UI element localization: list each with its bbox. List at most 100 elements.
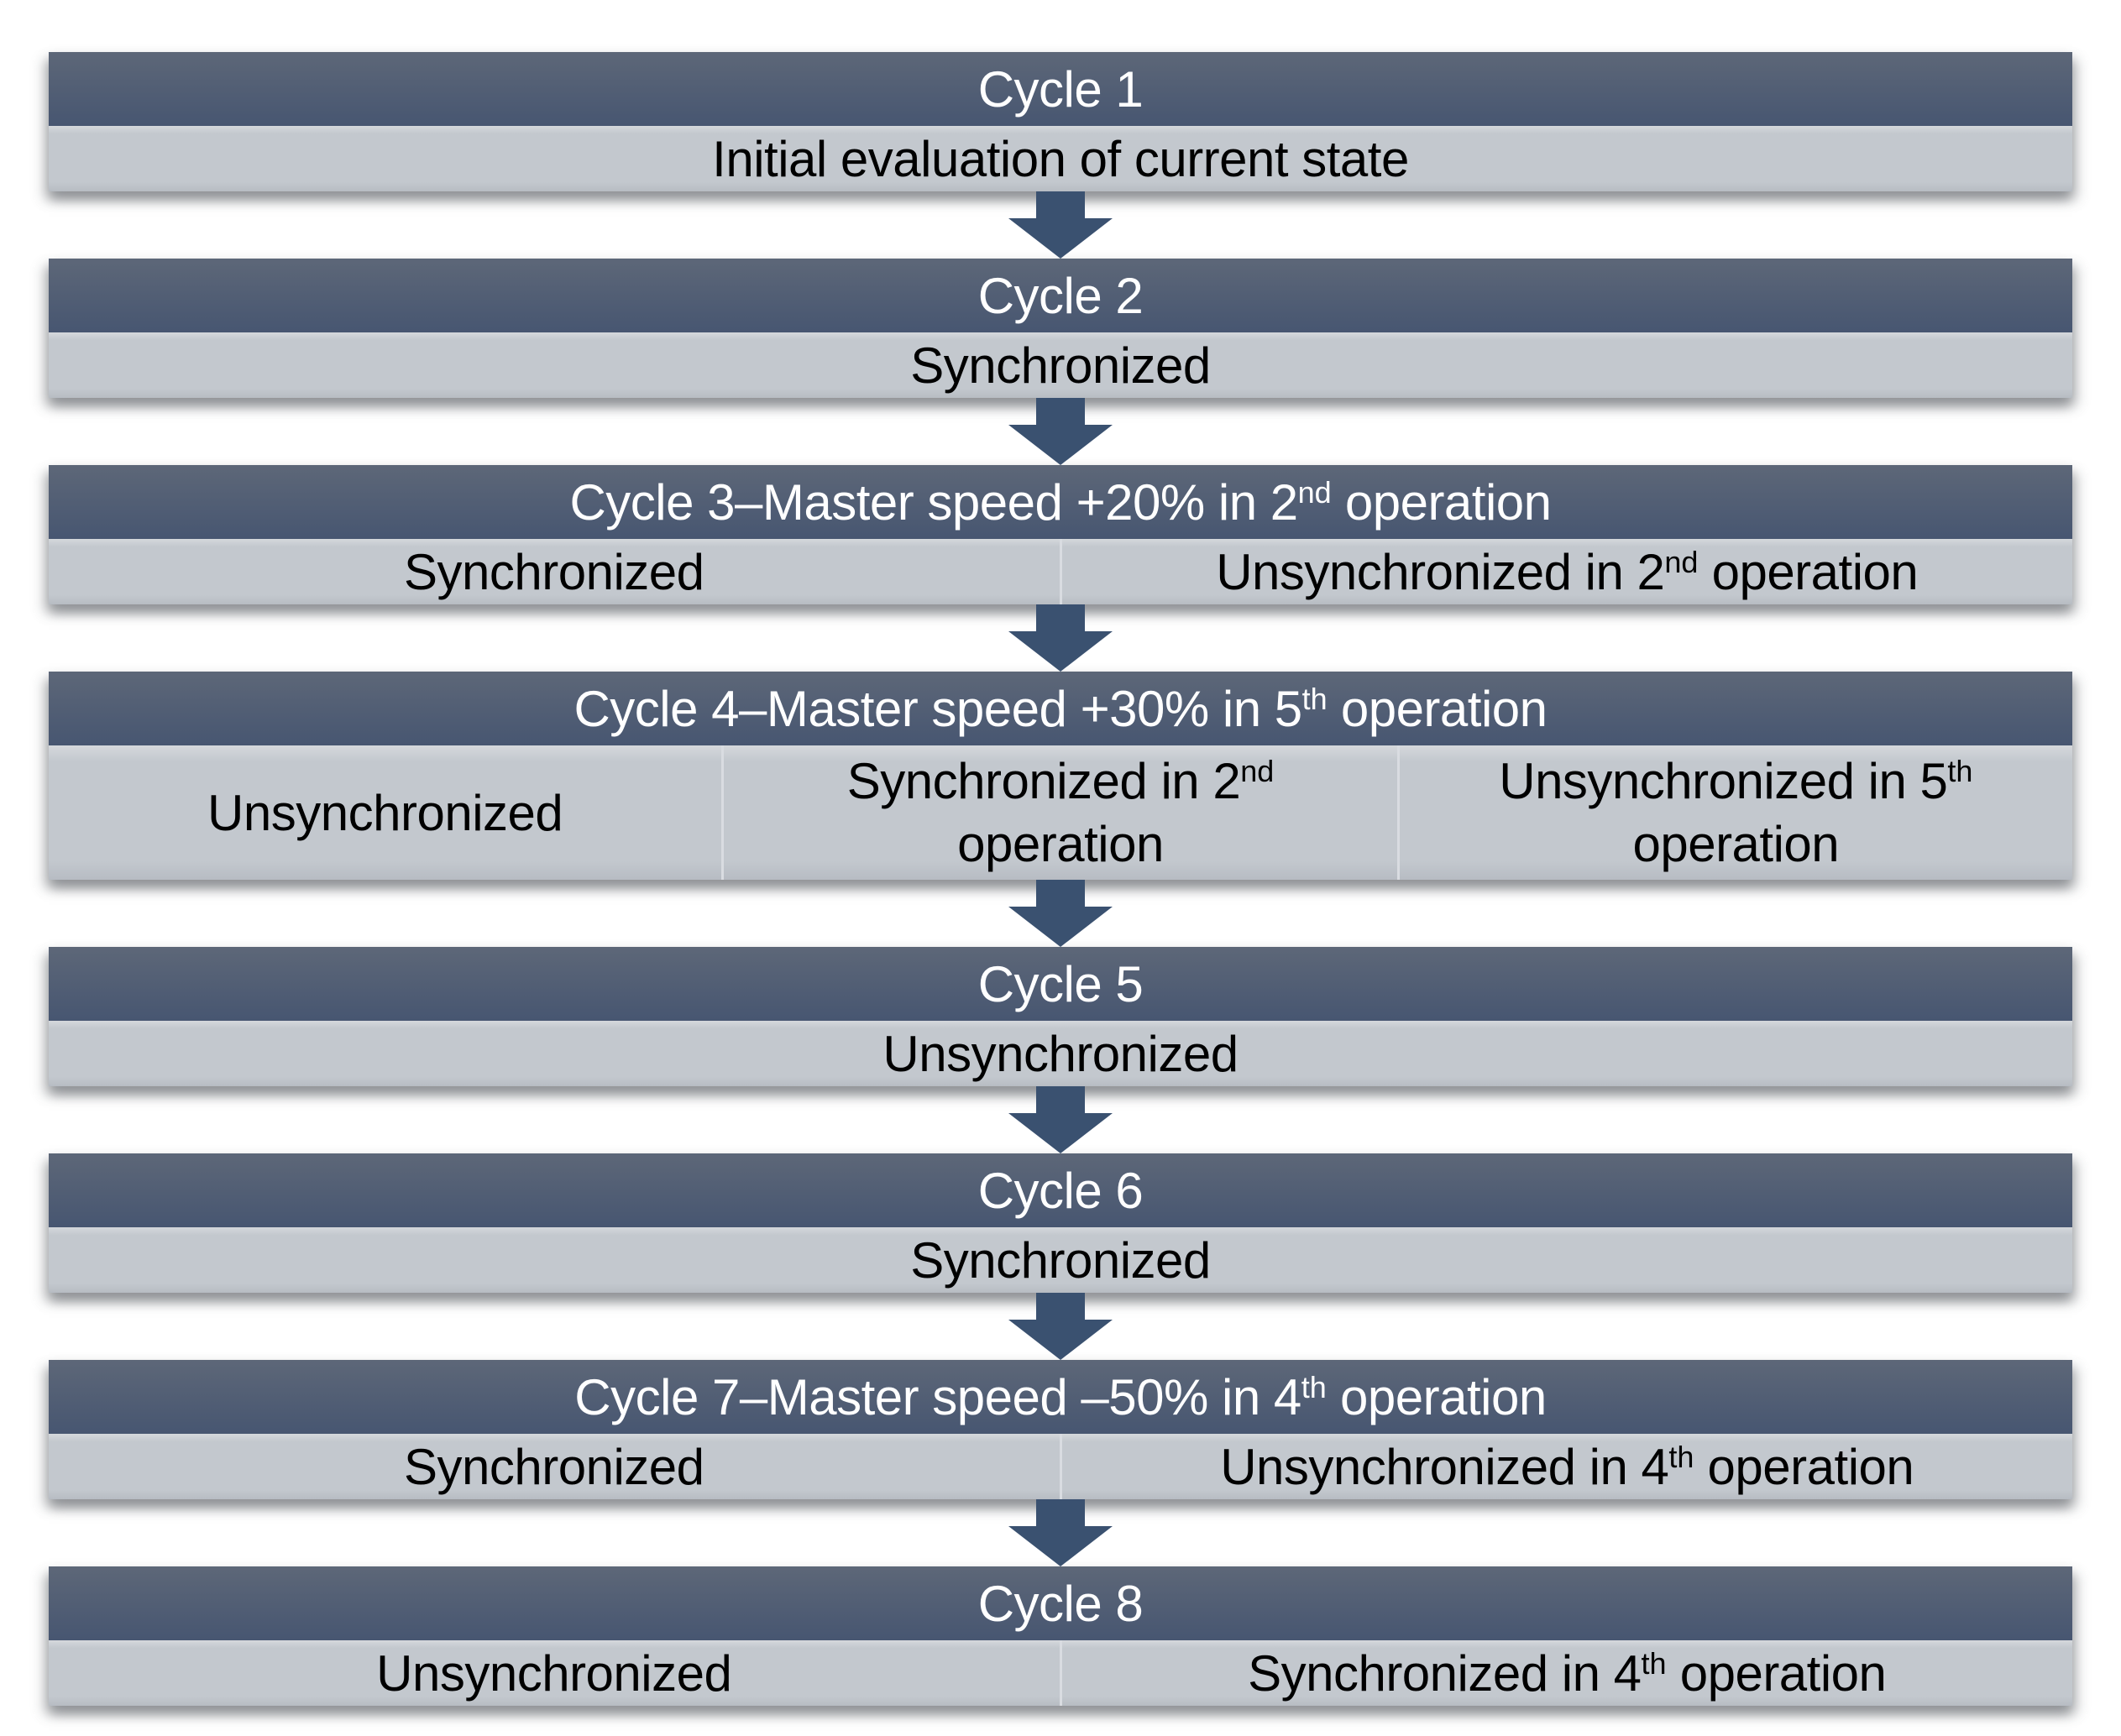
cycle-2-title: Cycle 2 xyxy=(978,267,1144,325)
cycle-7-body: Synchronized Unsynchronized in 4th operat… xyxy=(49,1434,2072,1499)
cycle-5-title: Cycle 5 xyxy=(978,955,1144,1013)
text-run: Cycle 6 xyxy=(977,1162,1144,1219)
cycle-8-box: Cycle 8 Unsynchronized Synchronized in 4th… xyxy=(49,1566,2072,1706)
arrow-head xyxy=(1008,1113,1113,1153)
arrow-stem xyxy=(1036,1086,1085,1113)
text-run: Unsynchronized in 2 xyxy=(1216,543,1665,600)
text-run: operation xyxy=(1327,680,1548,737)
arrow-head xyxy=(1008,631,1113,672)
arrow-stem xyxy=(1036,604,1085,631)
cycle-7-cell-2: Unsynchronized in 4th operation xyxy=(1059,1434,2073,1499)
cycle-5-cell-1: Unsynchronized xyxy=(49,1021,2072,1086)
cycle-7-cell-1-label: Synchronized xyxy=(404,1435,704,1498)
arrow-stem xyxy=(1036,880,1085,907)
ordinal-suffix: nd xyxy=(1240,754,1275,789)
ordinal-suffix: th xyxy=(1668,1439,1694,1474)
cycle-1-cell-1-label: Initial evaluation of current state xyxy=(712,128,1409,191)
ordinal-suffix: th xyxy=(1641,1645,1667,1681)
cycle-6-body: Synchronized xyxy=(49,1227,2072,1293)
text-run: Unsynchronized xyxy=(882,1025,1239,1082)
cycle-7-cell-1: Synchronized xyxy=(49,1434,1060,1499)
cycle-4-title: Cycle 4–Master speed +30% in 5th operati… xyxy=(573,680,1548,738)
arrow-head xyxy=(1008,907,1113,947)
cycle-3-title: Cycle 3–Master speed +20% in 2nd operati… xyxy=(569,473,1552,531)
cycle-8-cell-1: Unsynchronized xyxy=(49,1640,1060,1706)
ordinal-suffix: nd xyxy=(1664,544,1699,579)
cycle-6-box: Cycle 6 Synchronized xyxy=(49,1153,2072,1293)
down-arrow-icon xyxy=(49,1293,2072,1360)
text-run: Synchronized xyxy=(403,1438,704,1495)
cycle-3-cell-1-label: Synchronized xyxy=(404,541,704,604)
cycle-3-cell-2-label: Unsynchronized in 2nd operation xyxy=(1216,541,1919,604)
cycle-8-title: Cycle 8 xyxy=(978,1575,1144,1633)
cycle-3-body: Synchronized Unsynchronized in 2nd operat… xyxy=(49,539,2072,604)
cycle-4-cell-1-label: Unsynchronized xyxy=(207,782,563,844)
cycle-4-cell-2-label: Synchronized in 2nd operation xyxy=(847,750,1275,876)
cycle-3-header: Cycle 3–Master speed +20% in 2nd operati… xyxy=(49,465,2072,539)
cycle-4-body: Unsynchronized Synchronized in 2nd operati… xyxy=(49,745,2072,880)
cycle-4-cell-3: Unsynchronized in 5th operation xyxy=(1396,745,2072,880)
cycle-1-box: Cycle 1 Initial evaluation of current sta… xyxy=(49,52,2072,191)
arrow-head xyxy=(1008,425,1113,465)
cycle-2-cell-1-label: Synchronized xyxy=(910,334,1211,397)
text-run: operation xyxy=(957,816,1164,872)
ordinal-suffix: nd xyxy=(1297,474,1332,510)
cycle-4-cell-2: Synchronized in 2nd operation xyxy=(721,745,1396,880)
arrow-stem xyxy=(1036,1293,1085,1320)
text-run: Cycle 7–Master speed –50% in 4 xyxy=(574,1368,1301,1425)
down-arrow-icon xyxy=(49,880,2072,947)
text-run: operation xyxy=(1331,473,1552,531)
cycle-4-header: Cycle 4–Master speed +30% in 5th operati… xyxy=(49,672,2072,745)
arrow-stem xyxy=(1036,1499,1085,1526)
text-run: Synchronized xyxy=(403,543,704,600)
arrow-stem xyxy=(1036,398,1085,425)
arrow-head xyxy=(1008,1526,1113,1566)
down-arrow-icon xyxy=(49,191,2072,259)
text-run: Unsynchronized xyxy=(207,784,563,841)
cycle-1-cell-1: Initial evaluation of current state xyxy=(49,126,2072,191)
cycle-4-box: Cycle 4–Master speed +30% in 5th operati… xyxy=(49,672,2072,880)
cycle-3-cell-2: Unsynchronized in 2nd operation xyxy=(1059,539,2073,604)
arrow-stem xyxy=(1036,191,1085,218)
cycle-1-header: Cycle 1 xyxy=(49,52,2072,126)
text-run: Cycle 4–Master speed +30% in 5 xyxy=(573,680,1302,737)
down-arrow-icon xyxy=(49,1086,2072,1153)
text-run: Synchronized xyxy=(910,1231,1211,1289)
cycle-3-cell-1: Synchronized xyxy=(49,539,1060,604)
text-run: Unsynchronized in 5 xyxy=(1499,753,1948,809)
cycle-8-header: Cycle 8 xyxy=(49,1566,2072,1640)
cycle-3-box: Cycle 3–Master speed +20% in 2nd operati… xyxy=(49,465,2072,604)
cycle-4-cell-1: Unsynchronized xyxy=(49,745,721,880)
arrow-head xyxy=(1008,1320,1113,1360)
arrow-head xyxy=(1008,218,1113,259)
cycle-8-cell-1-label: Unsynchronized xyxy=(376,1642,732,1705)
cycle-6-title: Cycle 6 xyxy=(978,1162,1144,1220)
cycle-1-title: Cycle 1 xyxy=(978,60,1144,118)
cycle-5-header: Cycle 5 xyxy=(49,947,2072,1021)
text-run: Synchronized in 2 xyxy=(846,753,1241,809)
text-run: Synchronized in 4 xyxy=(1248,1644,1642,1702)
cycle-4-cell-3-label: Unsynchronized in 5th operation xyxy=(1499,750,1972,876)
cycle-7-title: Cycle 7–Master speed –50% in 4th operati… xyxy=(574,1368,1547,1426)
text-run: operation xyxy=(1698,543,1919,600)
text-run: Cycle 2 xyxy=(977,267,1144,324)
cycle-5-cell-1-label: Unsynchronized xyxy=(882,1022,1239,1085)
text-run: operation xyxy=(1326,1368,1547,1425)
cycle-7-cell-2-label: Unsynchronized in 4th operation xyxy=(1220,1435,1914,1498)
cycle-8-cell-2-label: Synchronized in 4th operation xyxy=(1248,1642,1887,1705)
cycle-5-box: Cycle 5 Unsynchronized xyxy=(49,947,2072,1086)
text-run: operation xyxy=(1632,816,1840,872)
down-arrow-icon xyxy=(49,604,2072,672)
text-run: operation xyxy=(1694,1438,1914,1495)
cycle-2-header: Cycle 2 xyxy=(49,259,2072,332)
cycle-5-body: Unsynchronized xyxy=(49,1021,2072,1086)
cycle-1-body: Initial evaluation of current state xyxy=(49,126,2072,191)
text-run: operation xyxy=(1666,1644,1887,1702)
text-run: Initial evaluation of current state xyxy=(712,130,1409,187)
ordinal-suffix: th xyxy=(1947,754,1973,789)
text-run: Cycle 5 xyxy=(977,955,1144,1012)
cycle-2-cell-1: Synchronized xyxy=(49,332,2072,398)
ordinal-suffix: th xyxy=(1301,681,1328,716)
